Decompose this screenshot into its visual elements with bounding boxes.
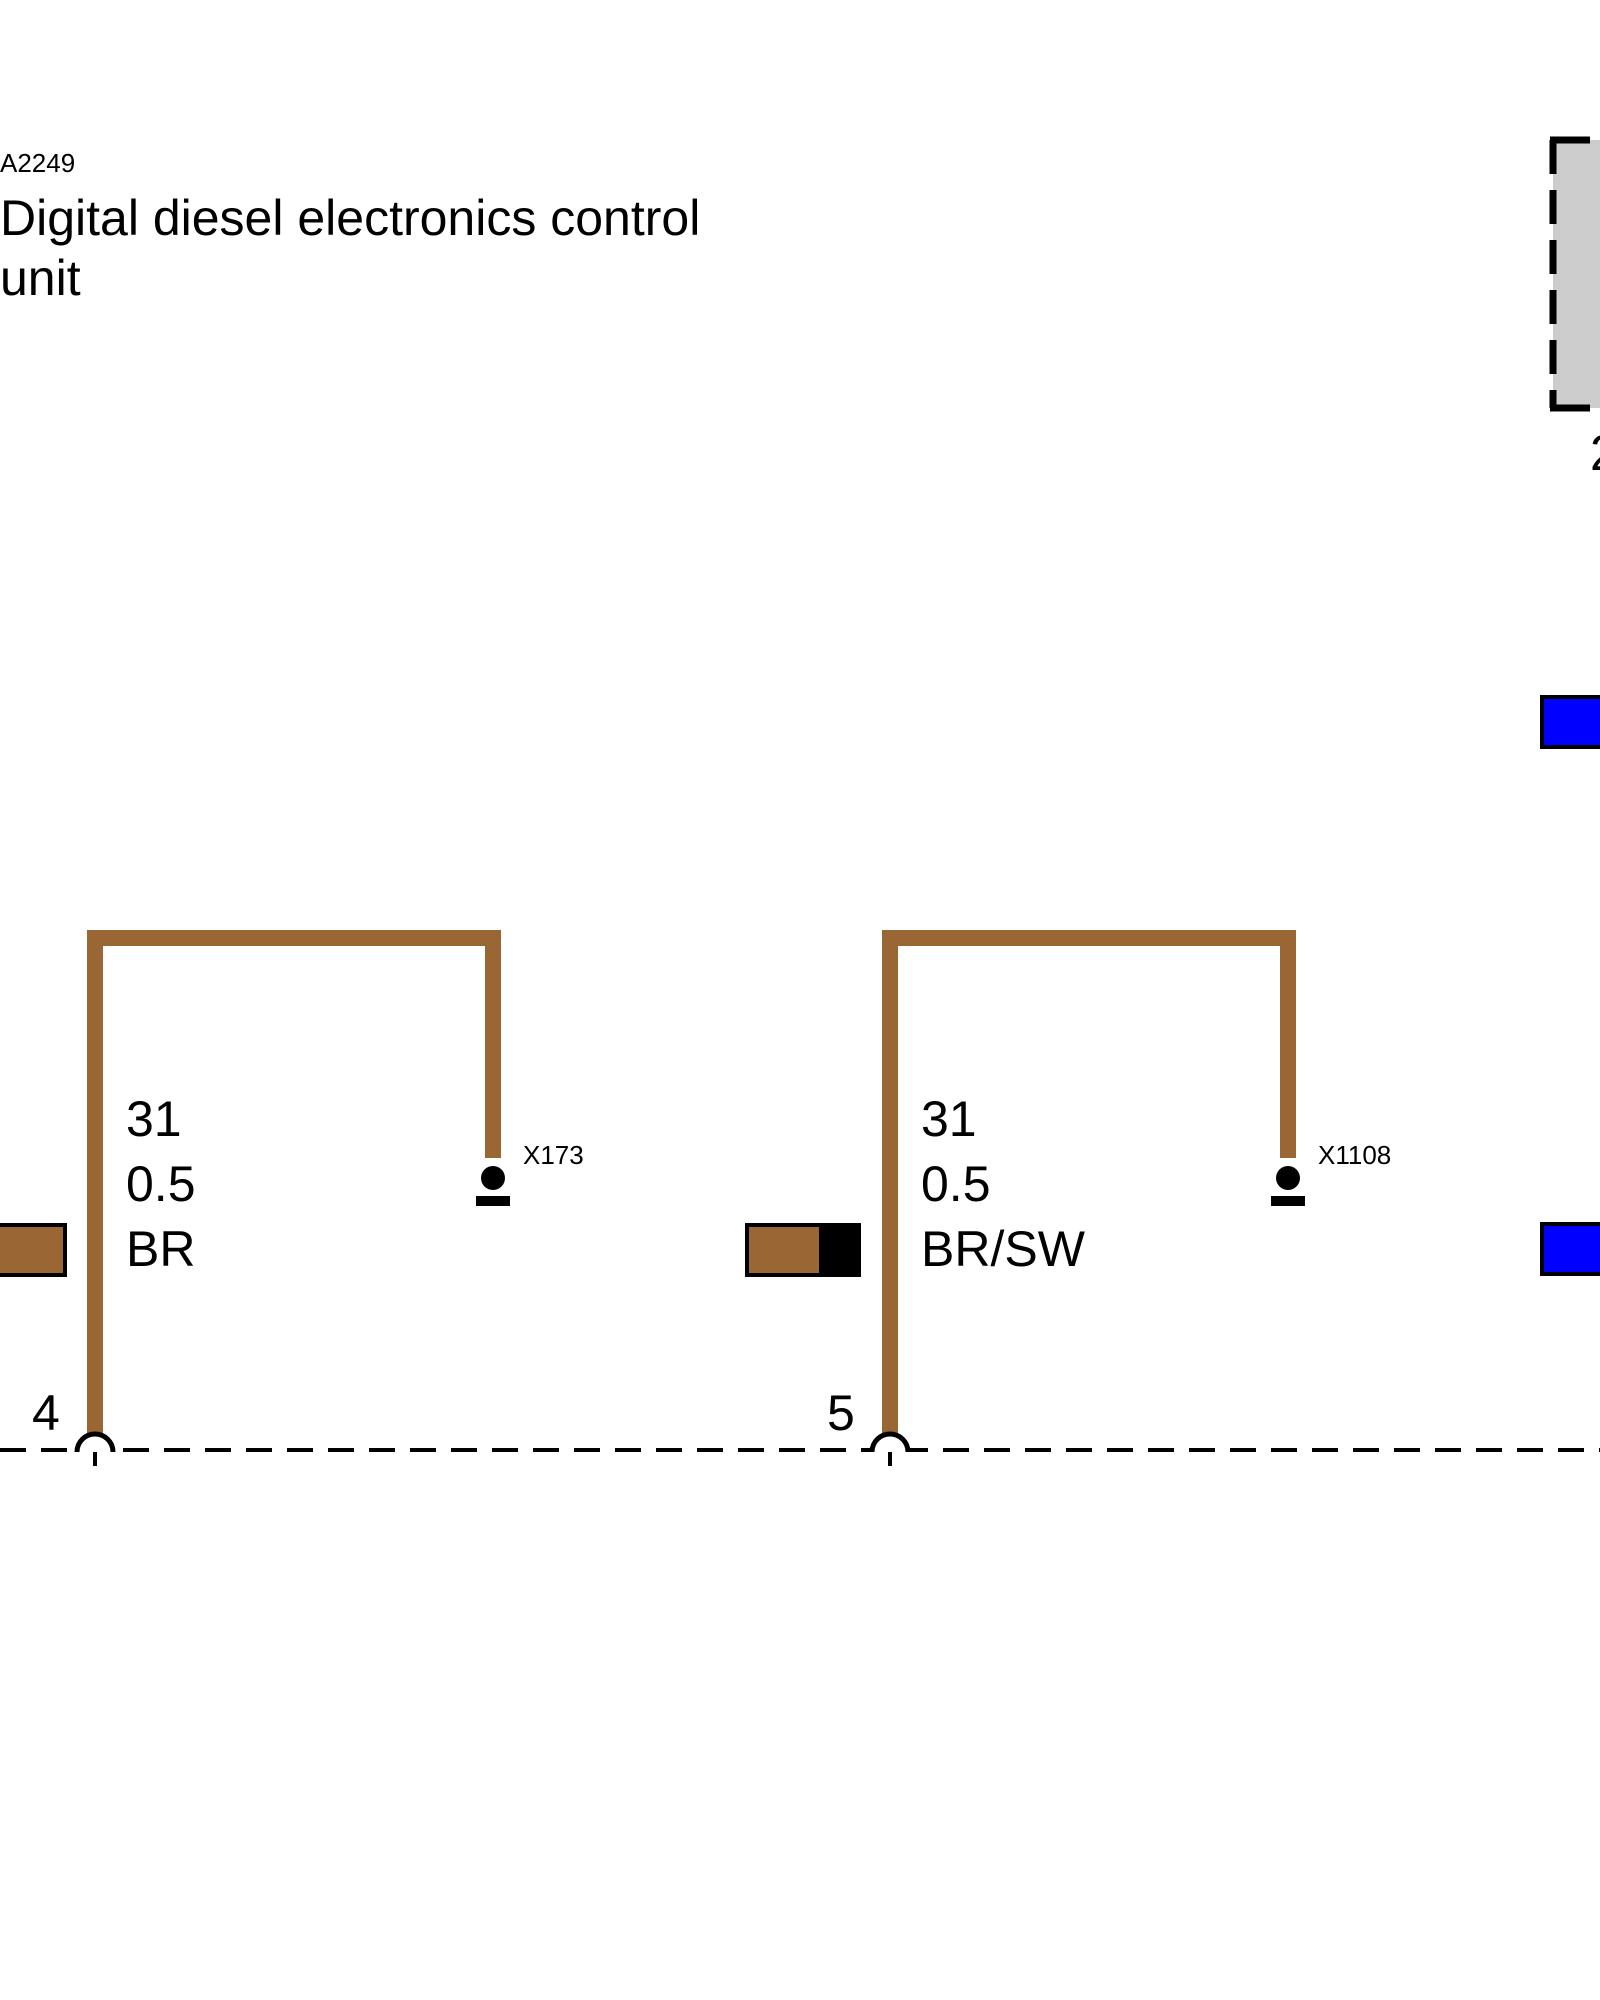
pin-number-5: 5 bbox=[827, 1385, 855, 1441]
wire-color-code: BR bbox=[126, 1221, 195, 1277]
component-title-line1: Digital diesel electronics control bbox=[0, 190, 700, 246]
wire-circuit-31: 31 bbox=[126, 1091, 182, 1147]
ground-icon bbox=[476, 1166, 510, 1206]
component-title-line2: unit bbox=[0, 250, 81, 306]
pin-socket-icon bbox=[869, 1431, 911, 1466]
connector-partial-label: 2 bbox=[1590, 425, 1600, 481]
blue-color-swatch-top bbox=[1540, 695, 1600, 749]
component-id: A2249 bbox=[0, 148, 75, 178]
wire-color-swatch-br bbox=[0, 1223, 67, 1277]
ground-icon bbox=[1271, 1166, 1305, 1206]
pin-socket-icon bbox=[74, 1431, 116, 1466]
ground-point-label: X173 bbox=[523, 1140, 584, 1170]
wire-size: 0.5 bbox=[126, 1156, 196, 1212]
wire-pin-5 bbox=[882, 930, 1296, 1450]
pin-number-4: 4 bbox=[32, 1385, 60, 1441]
connector-box bbox=[1549, 136, 1600, 412]
wire-size: 0.5 bbox=[921, 1156, 991, 1212]
wire-pin-4 bbox=[87, 930, 501, 1450]
wire-color-swatch-br-sw bbox=[745, 1223, 861, 1277]
wire-circuit-31: 31 bbox=[921, 1091, 977, 1147]
blue-color-swatch-bottom bbox=[1540, 1222, 1600, 1276]
wire-color-code: BR/SW bbox=[921, 1221, 1086, 1277]
ground-point-label: X1108 bbox=[1318, 1140, 1391, 1170]
